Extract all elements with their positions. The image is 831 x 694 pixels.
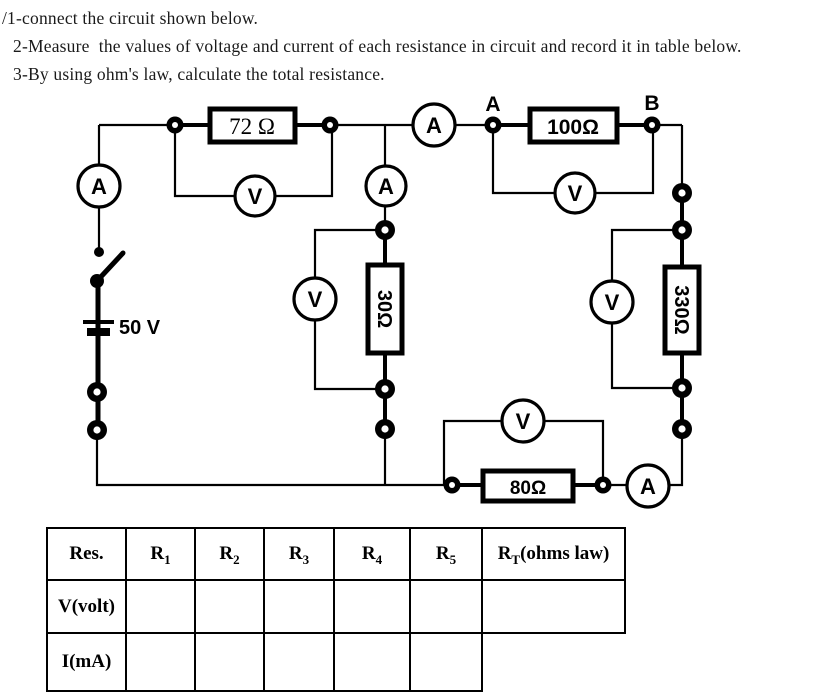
table-cell-v-r4 — [333, 579, 411, 634]
node-label-b: B — [644, 92, 659, 115]
junction-node — [594, 476, 612, 494]
header-text: R — [361, 543, 376, 564]
voltmeter-r3-letter: V — [308, 287, 323, 312]
table-header-row: Res. R1 R2 R3 R4 R5 RT(ohms law) — [46, 527, 626, 581]
header-r5: R5 — [409, 527, 483, 581]
resistor-r5: 80Ω — [480, 468, 576, 504]
table-cell-i-r4 — [333, 632, 411, 692]
junction-node — [166, 116, 184, 134]
table-cell-v-rt — [481, 579, 626, 634]
terminal-node — [672, 183, 692, 203]
header-sub: 3 — [302, 551, 310, 567]
voltmeter-r1: V — [233, 174, 277, 218]
ammeter-main: A — [76, 163, 122, 209]
ammeter-branch-middle-letter: A — [378, 174, 394, 199]
voltmeter-r2: V — [553, 171, 597, 215]
table-cell-v-r3 — [263, 579, 335, 634]
instruction-line-1: /1-connect the circuit shown below. — [2, 8, 259, 28]
ammeter-series-top: A — [411, 102, 457, 148]
battery: 50 V — [83, 317, 161, 339]
voltmeter-r3: V — [292, 276, 338, 322]
measurement-table: Res. R1 R2 R3 R4 R5 RT(ohms law) V(volt)… — [46, 527, 626, 692]
junction-node — [643, 116, 661, 134]
switch — [90, 247, 126, 288]
header-text: R — [435, 543, 450, 564]
battery-voltage-label: 50 V — [119, 317, 161, 339]
resistor-r4: 330Ω — [662, 264, 702, 356]
ammeter-bottom-letter: A — [640, 474, 656, 499]
junction-node — [484, 116, 502, 134]
header-text: R — [288, 543, 303, 564]
header-r1: R1 — [125, 527, 196, 581]
voltmeter-r4: V — [589, 279, 635, 325]
row-label-voltage: V(volt) — [46, 579, 127, 634]
header-r2: R2 — [194, 527, 265, 581]
resistor-r3: 30Ω — [365, 262, 405, 356]
table-cell-i-r1 — [125, 632, 196, 692]
header-sub: T — [511, 551, 521, 567]
table-row-voltage: V(volt) — [46, 579, 626, 634]
header-text: R — [497, 543, 512, 564]
instruction-line-2: 2-Measure the values of voltage and curr… — [13, 36, 742, 56]
voltmeter-r5: V — [500, 398, 546, 444]
header-sub: 5 — [449, 551, 457, 567]
ammeter-series-top-letter: A — [426, 113, 442, 138]
header-r4: R4 — [333, 527, 411, 581]
ammeter-bottom: A — [625, 463, 671, 509]
resistor-r1-label: 72 Ω — [229, 114, 275, 139]
resistor-r3-label: 30Ω — [373, 290, 395, 328]
header-sub: 4 — [375, 551, 383, 567]
table-cell-absent — [482, 633, 625, 691]
resistor-r2-label: 100Ω — [547, 116, 599, 139]
table-cell-i-r3 — [263, 632, 335, 692]
table-row-current: I(mA) — [46, 632, 625, 692]
junction-node — [321, 116, 339, 134]
voltmeter-r2-letter: V — [568, 181, 583, 206]
header-sub: 2 — [233, 551, 240, 567]
terminal-node — [87, 382, 107, 402]
voltmeter-r4-letter: V — [605, 290, 620, 315]
header-text: Res. — [69, 543, 104, 564]
ammeter-main-letter: A — [91, 174, 107, 199]
resistor-r2: 100Ω — [527, 106, 620, 145]
node-label-a: A — [485, 93, 500, 116]
table-cell-i-r5 — [409, 632, 483, 692]
table-cell-v-r5 — [409, 579, 483, 634]
row-label-current: I(mA) — [46, 632, 127, 692]
terminal-node — [672, 378, 692, 398]
terminal-node — [87, 420, 107, 440]
voltmeter-r1-letter: V — [248, 184, 263, 209]
header-res: Res. — [46, 527, 127, 581]
header-suffix: (ohms law) — [520, 543, 610, 564]
terminal-node — [375, 220, 395, 240]
table-cell-i-r2 — [194, 632, 265, 692]
voltmeter-r5-letter: V — [516, 409, 531, 434]
terminal-node — [672, 419, 692, 439]
header-rt: RT(ohms law) — [481, 527, 626, 581]
ammeter-branch-middle: A — [364, 164, 408, 208]
header-sub: 1 — [164, 551, 171, 567]
terminal-node — [375, 419, 395, 439]
table-cell-v-r1 — [125, 579, 196, 634]
terminal-node — [672, 220, 692, 240]
instruction-line-3: 3-By using ohm's law, calculate the tota… — [13, 64, 385, 84]
header-r3: R3 — [263, 527, 335, 581]
resistor-r1: 72 Ω — [207, 106, 298, 145]
resistor-r4-label: 330Ω — [670, 285, 692, 334]
circuit-diagram: 50 V 72 Ω 100Ω 30Ω 330Ω 80Ω — [76, 92, 702, 509]
table-cell-v-r2 — [194, 579, 265, 634]
junction-node — [443, 476, 461, 494]
header-text: R — [150, 543, 165, 564]
terminal-node — [375, 379, 395, 399]
header-text: R — [219, 543, 234, 564]
resistor-r5-label: 80Ω — [510, 478, 546, 499]
